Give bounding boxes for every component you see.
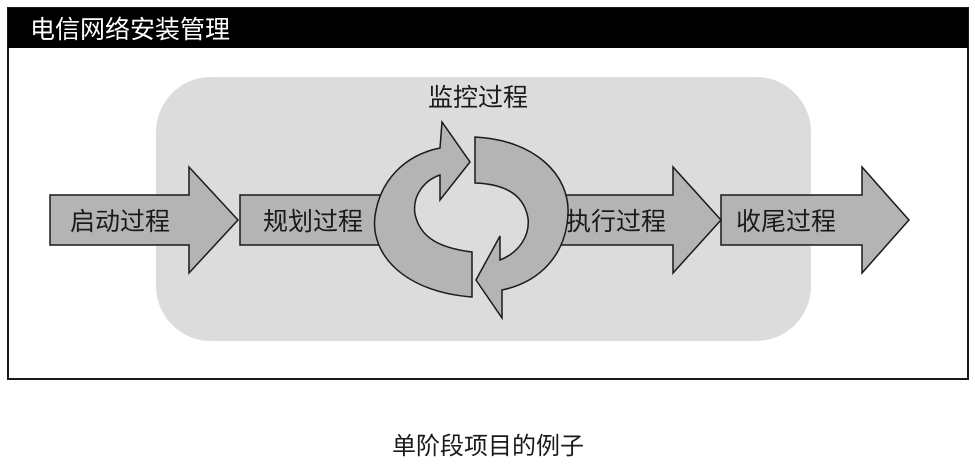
- frame-title: 电信网络安装管理: [30, 15, 230, 44]
- closing-arrow: [720, 165, 911, 275]
- process-region: [156, 77, 811, 341]
- diagram-caption: 单阶段项目的例子: [392, 432, 584, 460]
- executing-label: 执行过程: [566, 207, 666, 236]
- cycle-arrow-right: [474, 136, 569, 321]
- frame-title-bar: [8, 8, 968, 48]
- planning-label: 规划过程: [263, 207, 363, 236]
- cycle-arrow-left: [373, 119, 473, 298]
- initiating-arrow: [49, 165, 240, 275]
- initiating-label: 启动过程: [70, 207, 170, 236]
- executing-arrow: [539, 165, 723, 275]
- monitoring-label: 监控过程: [428, 83, 528, 112]
- closing-label: 收尾过程: [736, 207, 836, 236]
